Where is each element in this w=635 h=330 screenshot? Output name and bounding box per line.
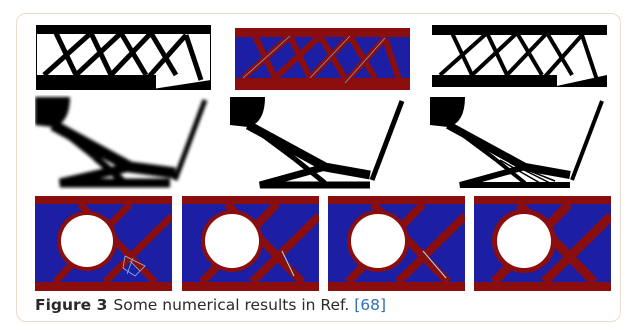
plate-hole-result-4 [474,196,611,291]
plate-hole-result-1 [35,196,172,291]
beam-result-black-white [36,25,211,90]
beam-result-colormap [235,28,410,90]
reference-close-bracket: ] [379,296,387,314]
bracket-result-blurred [35,95,215,190]
bracket-result-smooth [230,95,410,190]
reference-open-bracket: [ [354,296,361,314]
figure-caption: Figure 3 Some numerical results in Ref. [… [35,296,386,316]
reference-link[interactable]: 68 [360,296,380,314]
beam-result-thin [432,25,607,90]
plate-hole-result-2 [182,196,319,291]
plate-hole-result-3 [328,196,465,291]
figure-label: Figure 3 [35,296,108,314]
caption-text: Some numerical results in Ref. [113,296,355,314]
bracket-result-fine [430,95,610,190]
